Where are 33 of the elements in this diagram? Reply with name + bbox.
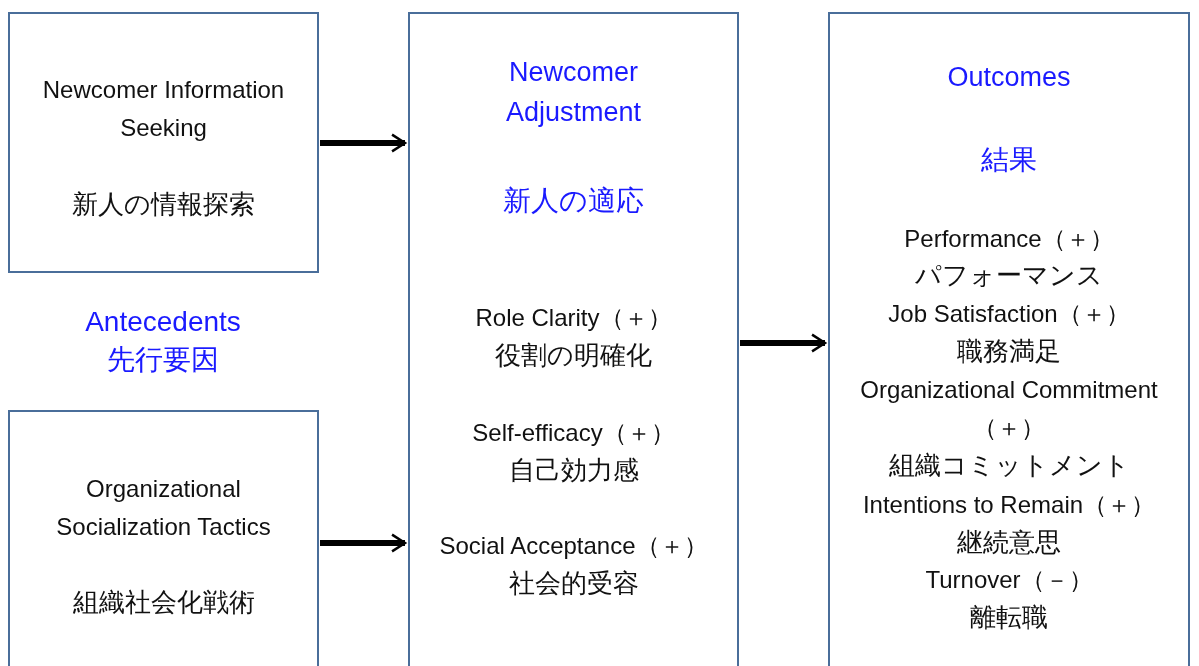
japanese-text: 継続意思 [956, 526, 1062, 559]
text-box [828, 12, 1190, 666]
section-label: Antecedents [84, 305, 242, 339]
heading-text: 結果 [980, 142, 1038, 178]
heading-text: Outcomes [946, 61, 1072, 94]
english-text: Social Acceptance（＋） [438, 531, 709, 561]
japanese-text: 組織社会化戦術 [71, 586, 256, 619]
english-text: Turnover（－） [924, 565, 1094, 595]
japanese-text: 自己効力感 [507, 454, 640, 487]
japanese-text: パフォーマンス [914, 259, 1104, 292]
japanese-text: 組織コミットメント [887, 449, 1131, 482]
japanese-text: 社会的受容 [507, 567, 640, 600]
arrow [320, 133, 407, 153]
heading-text: Newcomer Adjustment [504, 56, 643, 129]
english-text: Intentions to Remain（＋） [861, 490, 1157, 520]
english-text: Newcomer Information Seeking [41, 75, 286, 143]
arrow [320, 533, 407, 553]
english-text: Job Satisfaction（＋） [887, 299, 1131, 329]
japanese-text: 職務満足 [956, 335, 1062, 368]
english-text: Role Clarity（＋） [474, 303, 673, 333]
heading-text: 新人の適応 [502, 183, 645, 219]
arrow [740, 333, 827, 353]
english-text: Organizational Commitment（＋） [859, 375, 1159, 443]
japanese-text: 役割の明確化 [494, 339, 653, 372]
english-text: Performance（＋） [903, 224, 1115, 254]
japanese-text: 離転職 [969, 601, 1049, 634]
section-label: 先行要因 [106, 342, 220, 378]
text-box [8, 12, 319, 273]
text-box [408, 12, 739, 666]
japanese-text: 新人の情報探索 [71, 188, 256, 221]
english-text: Organizational Socialization Tactics [55, 474, 272, 542]
text-box [8, 410, 319, 666]
english-text: Self-efficacy（＋） [471, 418, 676, 448]
